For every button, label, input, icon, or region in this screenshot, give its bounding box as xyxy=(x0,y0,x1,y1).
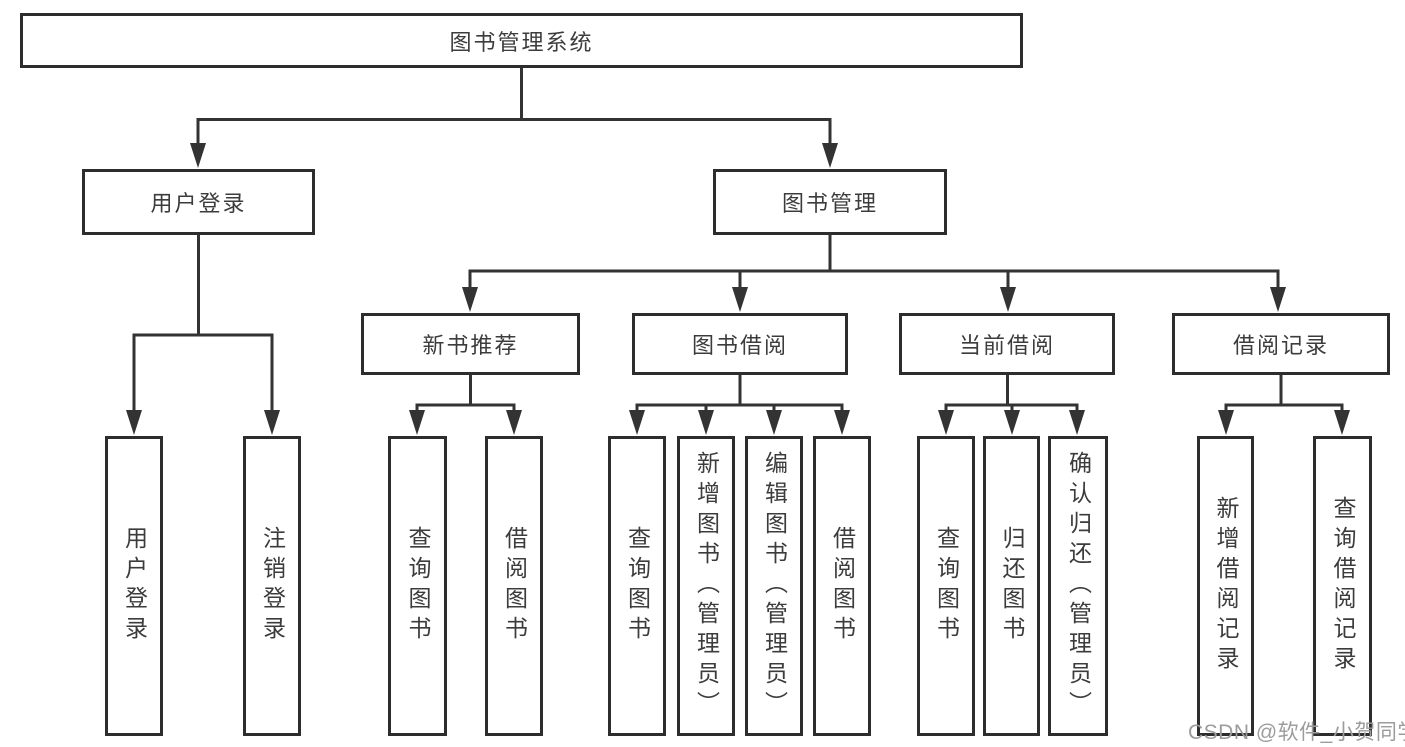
connector-lines xyxy=(132,66,1344,412)
node-library-management-system: 图书管理系统 xyxy=(20,13,1023,68)
leaf-borrow-books-borrowing: 借阅图书 xyxy=(813,436,871,736)
node-book-borrowing: 图书借阅 xyxy=(632,313,848,375)
leaf-confirm-return-admin: 确认归还（管理员） xyxy=(1048,436,1108,736)
node-user-login: 用户登录 xyxy=(82,169,315,235)
node-book-management: 图书管理 xyxy=(713,169,947,235)
node-new-book-recommend: 新书推荐 xyxy=(361,313,580,375)
leaf-edit-book-admin: 编辑图书（管理员） xyxy=(745,436,803,736)
leaf-logout: 注销登录 xyxy=(243,436,301,736)
leaf-query-borrow-record: 查询借阅记录 xyxy=(1313,436,1372,736)
leaf-query-books-borrowing: 查询图书 xyxy=(608,436,666,736)
arrow-down-icons xyxy=(126,143,1350,435)
leaf-query-books-recommend: 查询图书 xyxy=(388,436,447,736)
watermark: CSDN @软件_小贺同学 xyxy=(1188,721,1405,744)
node-borrowing-records: 借阅记录 xyxy=(1172,313,1390,375)
leaf-add-book-admin: 新增图书（管理员） xyxy=(677,436,735,736)
leaf-borrow-books-recommend: 借阅图书 xyxy=(485,436,543,736)
leaf-query-books-current: 查询图书 xyxy=(917,436,975,736)
leaf-user-login: 用户登录 xyxy=(105,436,163,736)
leaf-add-borrow-record: 新增借阅记录 xyxy=(1197,436,1254,736)
node-current-borrowing: 当前借阅 xyxy=(899,313,1115,375)
leaf-return-book: 归还图书 xyxy=(983,436,1040,736)
